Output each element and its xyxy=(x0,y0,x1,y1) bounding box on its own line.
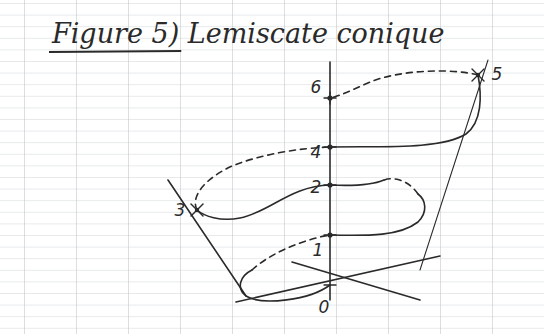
curve-solid xyxy=(330,194,425,235)
tangent-line xyxy=(168,180,246,296)
point-number: 4 xyxy=(311,144,322,161)
point-number: 3 xyxy=(175,202,186,219)
curve-dashed xyxy=(384,179,418,194)
point-number: 2 xyxy=(311,179,322,196)
curve-solid xyxy=(330,75,480,147)
figure-title: Figure 5) Lemiscate conique xyxy=(52,20,445,47)
title-underline xyxy=(49,51,181,52)
tangent-line xyxy=(420,60,488,270)
point-number: 1 xyxy=(313,242,324,259)
base-line xyxy=(236,256,440,302)
point-number: 6 xyxy=(311,79,322,96)
point-number: 0 xyxy=(319,299,330,316)
curve-dashed xyxy=(252,235,330,270)
point-number: 5 xyxy=(492,66,503,83)
curve-dashed xyxy=(195,147,330,210)
curve-dashed xyxy=(330,71,478,98)
point-marks xyxy=(191,69,484,285)
curve-solid xyxy=(240,270,330,301)
curve-solid xyxy=(197,180,384,219)
